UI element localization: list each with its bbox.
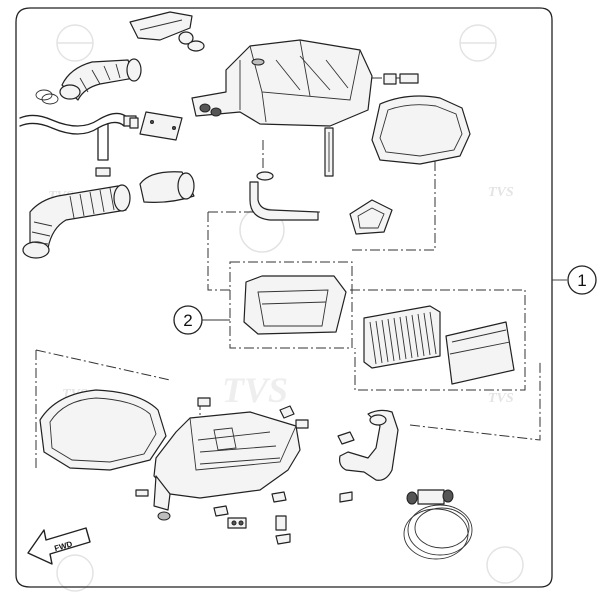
hose-clamp-large <box>403 489 473 560</box>
grommet <box>95 167 111 177</box>
pleated-filter-element <box>363 305 441 369</box>
fwd-arrow-icon: FWD <box>27 527 91 565</box>
breather-hose <box>19 112 129 161</box>
hose-clip <box>123 115 139 129</box>
callout-1-circle <box>567 265 597 295</box>
access-cover-plate <box>139 111 183 141</box>
airbox-lower-housing <box>153 411 301 521</box>
watermark-logo <box>56 554 94 592</box>
airbox-upper-cover <box>191 39 373 127</box>
cone-inlet <box>139 171 195 203</box>
retainer-clip <box>227 517 247 529</box>
watermark-text: TVS <box>488 185 514 200</box>
intake-pipe-upper <box>59 58 142 101</box>
l-tube <box>249 171 319 221</box>
snorkel-duct <box>129 11 205 52</box>
hose-clamp-small <box>35 89 59 105</box>
filter-frame <box>243 275 347 335</box>
callout-1-label: 1 <box>577 271 586 290</box>
assembly-bracket <box>15 7 553 588</box>
foam-pad <box>445 321 515 385</box>
watermark-logo <box>459 24 497 62</box>
watermark-text-large: TVS <box>222 370 288 410</box>
drain-plug <box>275 515 291 545</box>
watermark-text: TVS <box>488 391 514 406</box>
screw-set <box>135 397 355 517</box>
outlet-hose-lower <box>339 409 399 481</box>
callout-2-label: 2 <box>183 311 192 330</box>
corrugated-inlet-hose <box>22 184 131 259</box>
drain-rod <box>324 127 334 177</box>
mount-gasket <box>349 199 393 235</box>
lower-gasket <box>39 389 167 471</box>
watermark-logo <box>56 24 94 62</box>
sensor-connector <box>383 73 419 85</box>
upper-gasket <box>371 95 471 165</box>
watermark-logo <box>486 546 524 584</box>
